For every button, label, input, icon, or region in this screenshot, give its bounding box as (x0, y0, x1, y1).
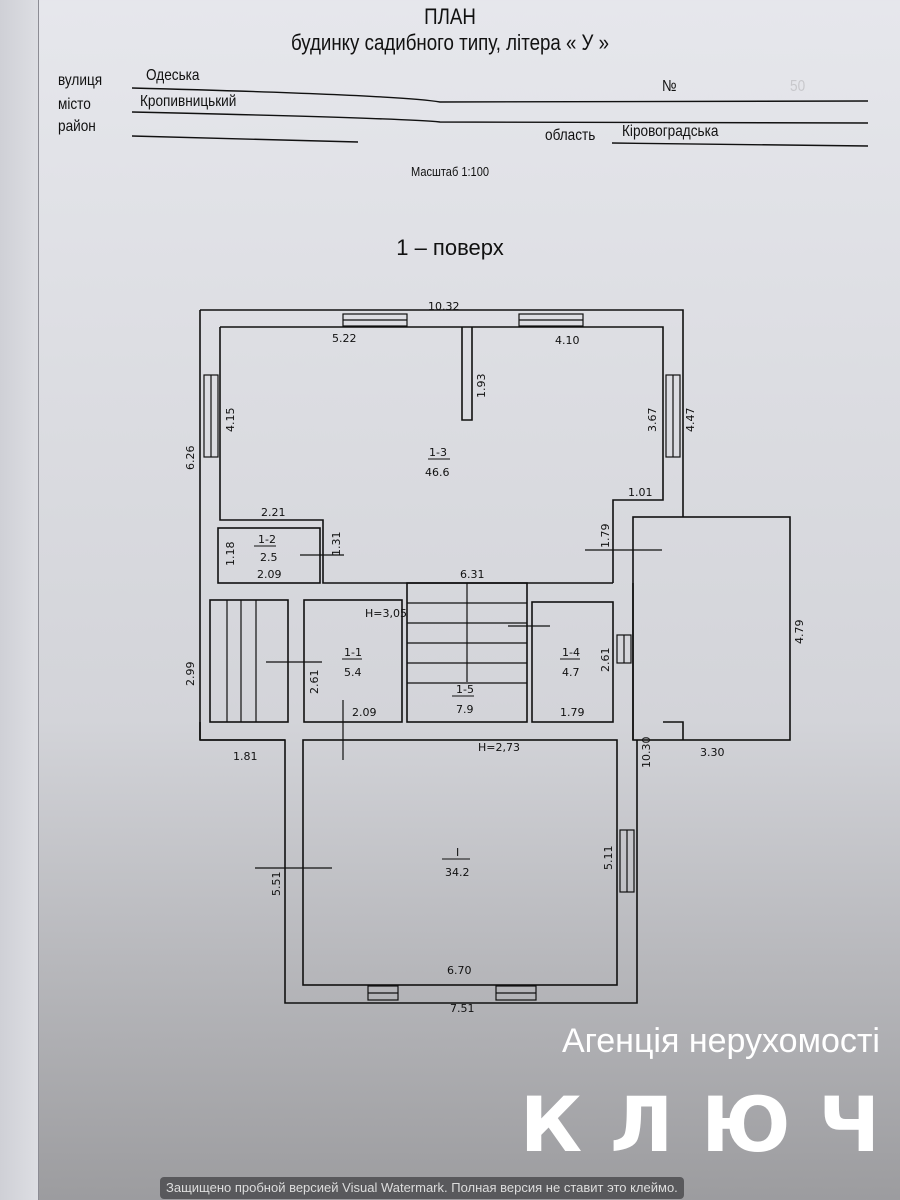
room-id: I (456, 846, 459, 859)
watermark-notice: Защищено пробной версией Visual Watermar… (160, 1177, 684, 1199)
room-area: 5.4 (344, 666, 362, 679)
dim-label: 2.21 (261, 506, 286, 519)
street-value: Одеська (146, 67, 200, 84)
agency-logo: КЛЮЧ (520, 1080, 900, 1169)
height-label: H=2,73 (478, 741, 520, 754)
dim-label: 5.22 (332, 332, 357, 345)
door-markers (255, 549, 662, 869)
room-1-5: 1-5 7.9 (456, 683, 474, 716)
dim-label: 1.01 (628, 486, 653, 499)
dim-label: 6.26 (184, 446, 197, 471)
dim-label: 1.93 (475, 374, 488, 399)
room-id: 1-5 (456, 683, 474, 696)
region-value: Кіровоградська (622, 123, 719, 140)
dim-label: 10.32 (428, 300, 460, 313)
dim-label: 2.09 (352, 706, 377, 719)
room-area: 4.7 (562, 666, 580, 679)
height-label: H=3,05 (365, 607, 407, 620)
dim-label: 10.30 (640, 737, 653, 769)
floor-label: 1 – поверх (396, 235, 504, 260)
city-label: місто (58, 96, 91, 113)
dim-label: 7.51 (450, 1002, 475, 1015)
page-edge (0, 0, 39, 1200)
room-area: 46.6 (425, 466, 450, 479)
doc-title: ПЛАН (424, 4, 476, 29)
room-1-1: 1-1 5.4 (344, 646, 362, 679)
dim-label: 1.81 (233, 750, 258, 763)
room-1-3: 1-3 46.6 (425, 446, 450, 479)
region-label: область (545, 127, 596, 144)
doc-subtitle: будинку садибного типу, літера « У » (290, 30, 610, 55)
dim-label: 5.51 (270, 872, 283, 897)
agency-label: Агенція нерухомості (561, 1022, 880, 1060)
dim-label: 1.31 (330, 532, 343, 557)
room-area: 7.9 (456, 703, 474, 716)
room-1-4: 1-4 4.7 (562, 646, 580, 679)
dim-label: 3.67 (646, 408, 659, 433)
dim-label: 2.99 (184, 662, 197, 687)
number-value: 50 (790, 78, 806, 95)
dim-label: 1.79 (560, 706, 585, 719)
room-id: 1-1 (344, 646, 362, 659)
dim-label: 4.15 (224, 408, 237, 433)
dim-label: 1.79 (599, 524, 612, 549)
room-area: 34.2 (445, 866, 470, 879)
room-1-2: 1-2 2.5 (258, 533, 278, 564)
room-id: 1-4 (562, 646, 580, 659)
scale-label: Масштаб 1:100 (410, 164, 489, 179)
dim-label: 2.61 (599, 648, 612, 673)
number-label: № (662, 78, 677, 95)
dim-label: 5.11 (602, 846, 615, 871)
dim-label: 6.31 (460, 568, 485, 581)
walls (199, 309, 791, 1004)
dim-label: 2.61 (308, 670, 321, 695)
street-label: вулиця (58, 72, 103, 89)
dim-label: 1.18 (224, 542, 237, 567)
city-value: Кропивницький (140, 93, 237, 110)
dim-label: 4.47 (684, 408, 697, 433)
dim-label: 3.30 (700, 746, 725, 759)
room-I: I 34.2 (445, 846, 470, 879)
room-id: 1-2 (258, 533, 276, 546)
windows (203, 313, 681, 1001)
dim-label: 6.70 (447, 964, 472, 977)
room-id: 1-3 (429, 446, 447, 459)
dim-label: 2.09 (257, 568, 282, 581)
room-area: 2.5 (260, 551, 278, 564)
district-label: район (58, 118, 96, 135)
form-lines (131, 87, 869, 147)
dim-label: 4.10 (555, 334, 580, 347)
dim-label: 4.79 (793, 620, 806, 645)
